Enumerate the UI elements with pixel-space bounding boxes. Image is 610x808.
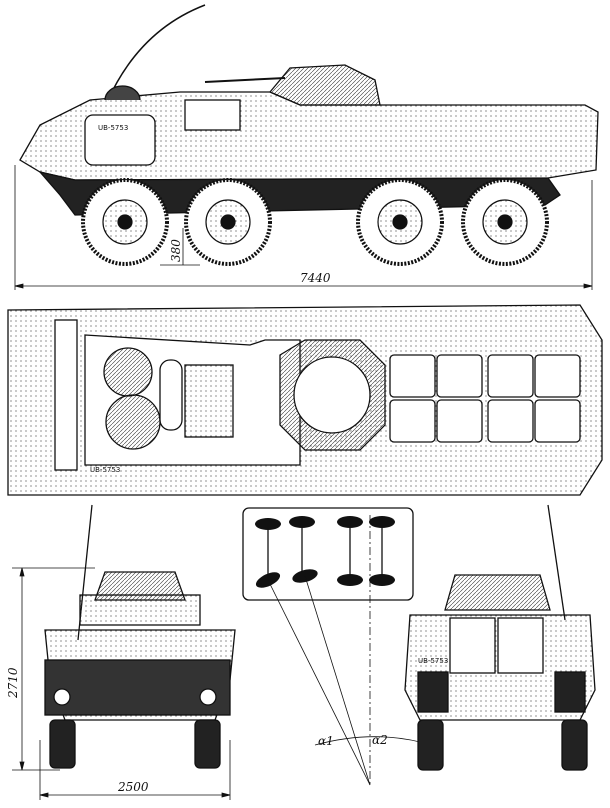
- side-plate-number: UB-5753: [98, 124, 128, 132]
- angle-alpha1-label: α1: [318, 734, 334, 748]
- clearance-dimension: [160, 228, 200, 266]
- rear-antenna: [547, 504, 566, 621]
- height-label: 2710: [6, 667, 20, 699]
- rear-view: UB-5753: [404, 504, 596, 771]
- wheel-layout-diagram: α1 α2: [242, 507, 421, 786]
- width-label: 2500: [117, 780, 149, 794]
- top-view: UB-5753: [7, 304, 603, 496]
- length-dimension: [14, 165, 593, 290]
- turret: [268, 64, 381, 106]
- side-view: UB-5753 7440 380: [14, 4, 599, 290]
- rear-plate-number: UB-5753: [418, 657, 448, 665]
- height-dimension: [12, 567, 95, 771]
- radio-antenna: [107, 4, 206, 101]
- length-label: 7440: [300, 271, 331, 285]
- side-door: [84, 114, 156, 166]
- front-view: 2710 2500: [6, 504, 236, 800]
- clearance-label: 380: [169, 239, 183, 262]
- wheels: [81, 178, 549, 266]
- top-plate-number: UB-5753: [90, 466, 120, 474]
- wheel-4: [461, 178, 549, 266]
- wheel-3: [356, 178, 444, 266]
- wheel-1: [81, 178, 169, 266]
- wheel-2: [184, 178, 272, 266]
- width-dimension: [39, 740, 231, 800]
- roof-hatches: [389, 354, 581, 443]
- angle-alpha2-label: α2: [372, 733, 388, 747]
